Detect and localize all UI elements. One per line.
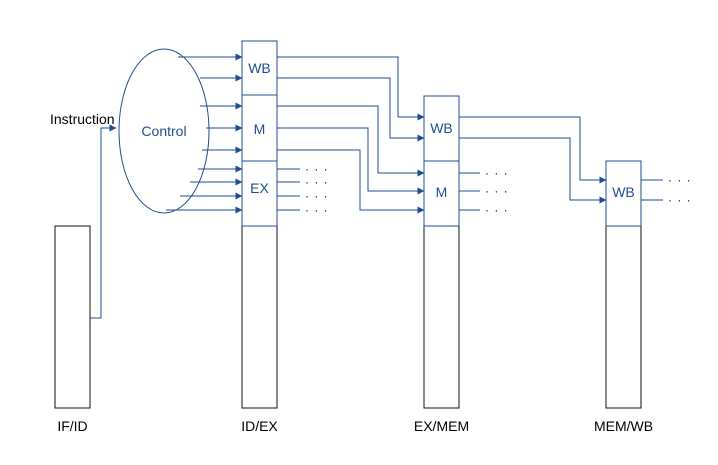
ellipsis: · · · [305, 162, 329, 176]
control-output-wires [166, 53, 243, 214]
id-ex-m-section [241, 94, 278, 162]
id-ex-register [241, 225, 278, 409]
ellipsis: · · · [668, 193, 692, 207]
ellipsis: · · · [305, 175, 329, 189]
id-ex-ex-output-wires [277, 168, 300, 211]
if-id-label: IF/ID [57, 418, 87, 434]
mem-wb-wb-label: WB [612, 184, 635, 200]
ellipsis: · · · [305, 189, 329, 203]
ellipsis: · · · [305, 203, 329, 217]
ex-mem-wb-label: WB [430, 120, 453, 136]
mem-wb-output-wires [641, 179, 663, 201]
id-ex-ex-label: EX [250, 180, 269, 196]
ex-mem-m-label: M [436, 184, 448, 200]
ellipsis: · · · [485, 166, 509, 180]
control-unit [118, 48, 210, 214]
id-ex-m-label: M [254, 121, 266, 137]
id-ex-label: ID/EX [241, 418, 278, 434]
instruction-label: Instruction [50, 111, 115, 127]
ex-mem-wb-section [423, 95, 460, 162]
ellipsis: · · · [485, 184, 509, 198]
mem-wb-wb-section [605, 160, 642, 227]
id-ex-wb-section [241, 40, 278, 96]
mem-wb-register [605, 225, 642, 409]
ex-mem-label: EX/MEM [414, 418, 469, 434]
ex-mem-to-mem-wb-wires [459, 116, 607, 204]
ex-mem-register [423, 225, 460, 409]
ellipsis: · · · [485, 203, 509, 217]
control-label: Control [141, 123, 186, 139]
instruction-wire [90, 124, 117, 319]
mem-wb-label: MEM/WB [594, 418, 653, 434]
id-ex-wb-label: WB [248, 60, 271, 76]
id-ex-ex-section [241, 160, 278, 227]
if-id-register [54, 225, 91, 409]
ex-mem-m-output-wires [459, 172, 480, 211]
ellipsis: · · · [668, 173, 692, 187]
id-ex-to-ex-mem-wires [277, 56, 425, 214]
